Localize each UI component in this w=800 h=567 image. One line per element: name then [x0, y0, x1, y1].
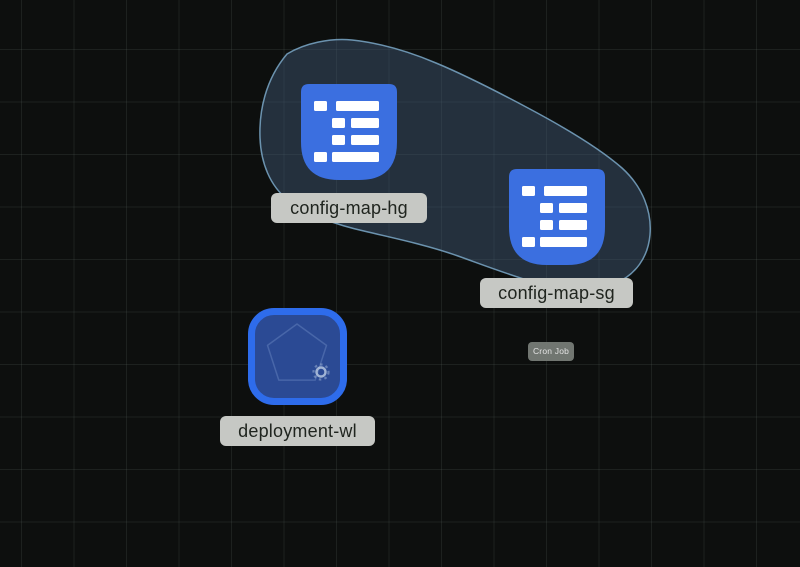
node-configmap-hg[interactable]: config-map-hg	[271, 84, 427, 223]
node-label: config-map-hg	[271, 193, 427, 223]
configmap-icon	[301, 84, 397, 180]
deployment-pentagon-gear-icon	[266, 323, 330, 381]
deployment-node-box	[248, 308, 347, 405]
node-label: deployment-wl	[220, 416, 375, 446]
cron-job-tooltip[interactable]: Cron Job	[528, 342, 574, 361]
node-deployment-wl[interactable]: deployment-wl	[220, 308, 375, 446]
node-label: config-map-sg	[480, 278, 633, 308]
configmap-icon	[508, 169, 605, 265]
node-configmap-sg[interactable]: config-map-sg	[480, 169, 633, 308]
